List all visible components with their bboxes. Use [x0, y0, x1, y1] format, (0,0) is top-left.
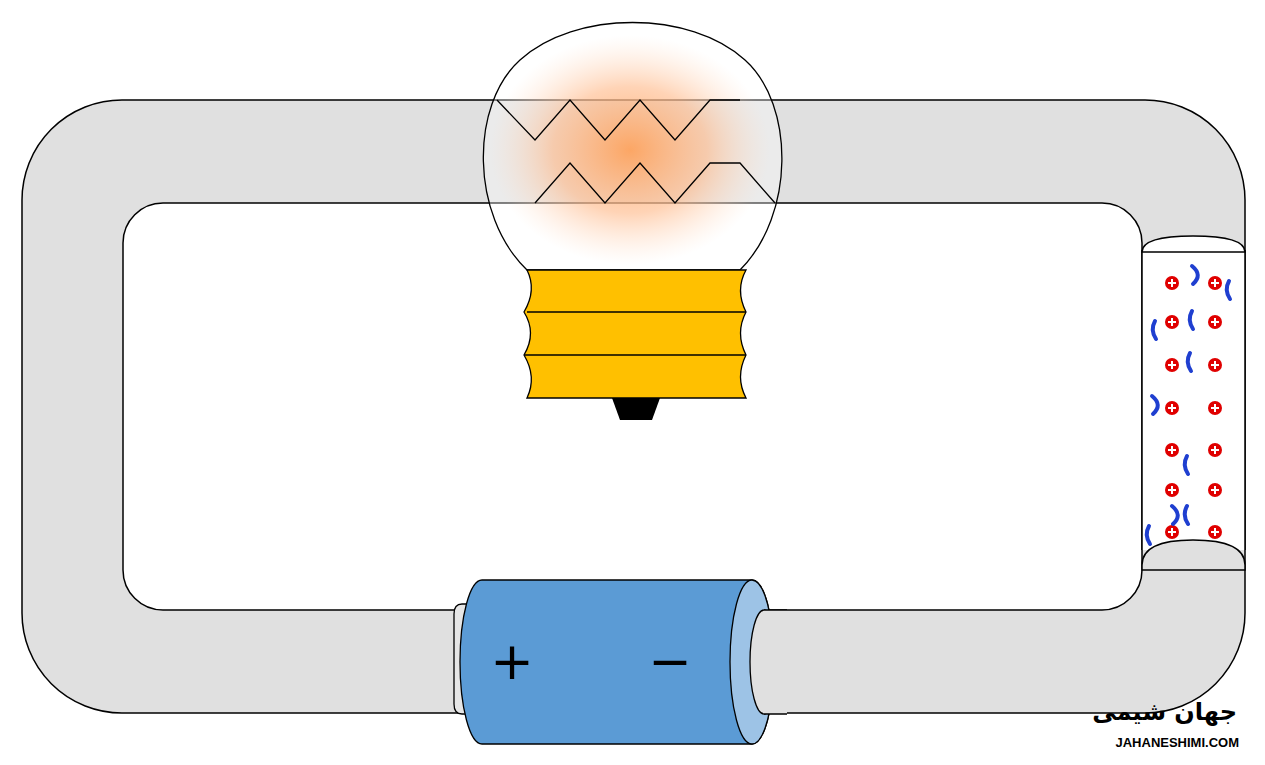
negative-terminal-sign: −	[648, 635, 692, 687]
cutaway-edge	[1141, 250, 1143, 550]
positive-terminal-sign: +	[490, 635, 534, 687]
wire-end-bottom	[1142, 540, 1245, 570]
wire-cutaway	[1142, 250, 1245, 550]
watermark-url: JAHANESHIMI.COM	[1115, 736, 1239, 749]
cutaway-edge	[1244, 250, 1246, 550]
light-bulb	[483, 23, 782, 421]
wire-end-top	[1142, 236, 1245, 252]
battery: +−	[452, 576, 787, 748]
watermark-persian: جهان شیمی	[1092, 700, 1237, 724]
ions-electrons	[1147, 266, 1230, 544]
